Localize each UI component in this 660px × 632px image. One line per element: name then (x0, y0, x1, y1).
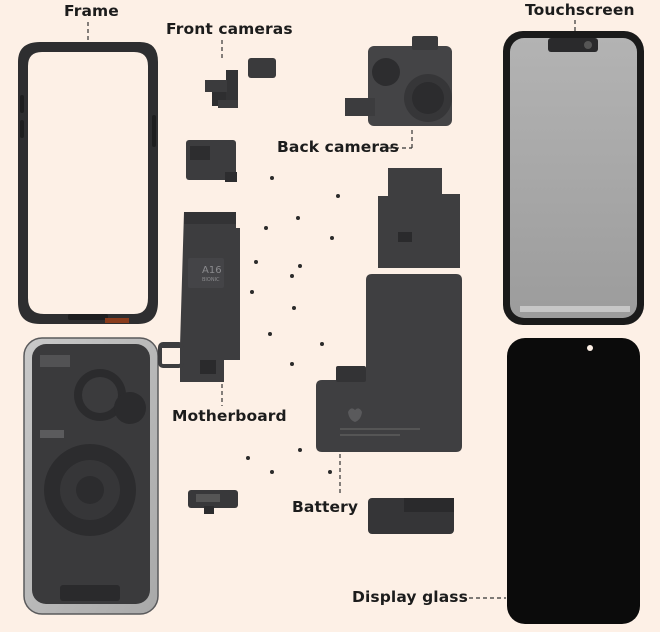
front-camera-bracket-part (186, 140, 237, 182)
label-frame: Frame (64, 2, 119, 20)
camera-shield-part (378, 168, 460, 268)
frame-part (18, 42, 158, 324)
taptic-engine-part (188, 490, 238, 514)
chip-label-a16: A16 (202, 265, 222, 276)
leader-lines (87, 20, 576, 599)
front-cameras-part (205, 58, 276, 108)
label-front-cameras: Front cameras (166, 20, 293, 38)
screws (246, 176, 340, 474)
label-touchscreen: Touchscreen (525, 1, 635, 19)
label-display-glass: Display glass (352, 588, 468, 606)
motherboard-part (158, 212, 240, 382)
back-panel-part (23, 337, 159, 615)
battery-part (316, 274, 462, 452)
label-battery: Battery (292, 498, 359, 516)
label-motherboard: Motherboard (172, 407, 287, 425)
label-back-cameras: Back cameras (277, 138, 400, 156)
touchscreen-part (503, 31, 644, 325)
back-cameras-part (345, 36, 452, 126)
chip-label-bionic: BIONIC (202, 277, 220, 283)
speaker-part (368, 498, 454, 534)
display-glass-part (507, 338, 640, 624)
